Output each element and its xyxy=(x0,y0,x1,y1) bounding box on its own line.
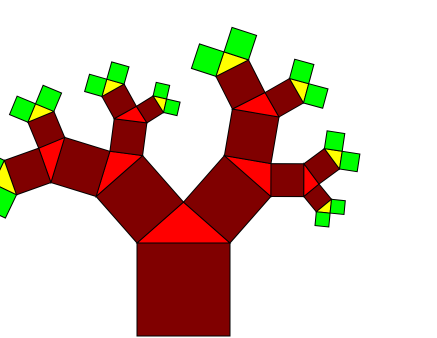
square-level-4 xyxy=(315,212,330,227)
square-level-4 xyxy=(164,99,181,116)
square-level-2 xyxy=(110,119,147,156)
square-level-4 xyxy=(153,82,170,99)
square-level-4 xyxy=(340,151,360,171)
square-level-2 xyxy=(224,109,279,164)
square-level-4 xyxy=(324,131,344,152)
square-level-2 xyxy=(271,164,304,197)
square-level-4 xyxy=(330,199,345,214)
trunk-square xyxy=(137,243,230,336)
